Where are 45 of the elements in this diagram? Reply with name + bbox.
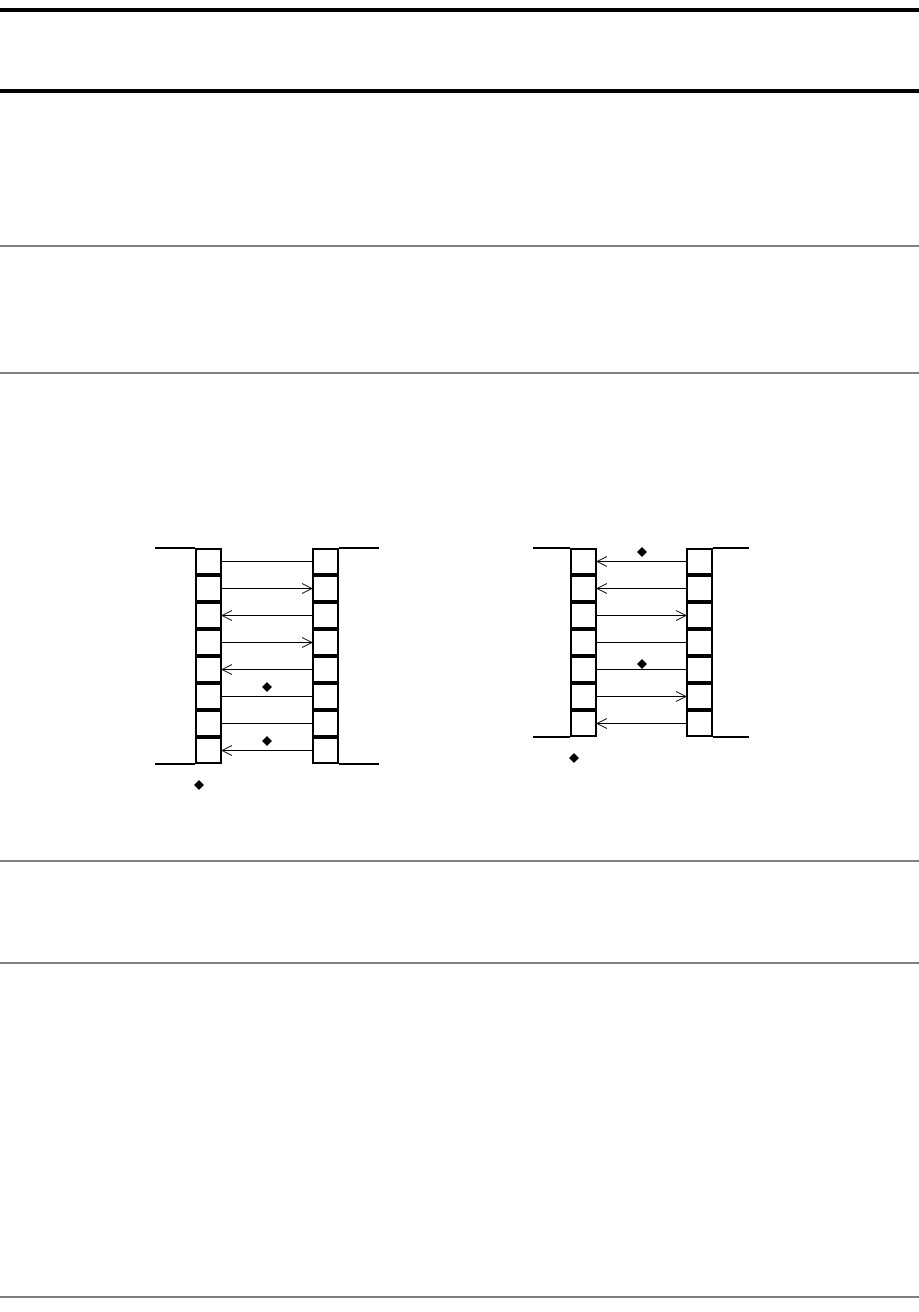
buffer-cell bbox=[312, 656, 339, 683]
arrow bbox=[221, 664, 313, 675]
buffer-cell bbox=[195, 548, 222, 575]
arrow bbox=[596, 691, 687, 702]
buffer-cell bbox=[195, 737, 222, 764]
buffer-cell bbox=[312, 602, 339, 629]
buffer-cell bbox=[570, 629, 597, 656]
buffer-cell bbox=[312, 575, 339, 602]
buffer-cell bbox=[686, 710, 713, 737]
buffer-cell bbox=[570, 575, 597, 602]
buffer-cell bbox=[195, 710, 222, 737]
buffer-cell bbox=[686, 548, 713, 575]
arrow bbox=[221, 745, 313, 756]
arrow bbox=[596, 718, 687, 729]
connector-line bbox=[596, 642, 687, 643]
buffer-cell bbox=[570, 602, 597, 629]
arrow bbox=[221, 610, 313, 621]
buffer-cell bbox=[686, 575, 713, 602]
arrow bbox=[221, 583, 313, 594]
arrow bbox=[596, 610, 687, 621]
buffer-cell bbox=[312, 629, 339, 656]
connector-line bbox=[221, 561, 313, 562]
connector-line bbox=[596, 669, 687, 670]
buffer-cell bbox=[312, 548, 339, 575]
connector-line bbox=[221, 696, 313, 697]
arrow bbox=[596, 583, 687, 594]
buffer-cell bbox=[686, 656, 713, 683]
buffer-cell bbox=[570, 710, 597, 737]
buffer-cell bbox=[195, 575, 222, 602]
buffer-cell bbox=[686, 629, 713, 656]
buffer-cell bbox=[312, 710, 339, 737]
arrow bbox=[221, 637, 313, 648]
buffer-cell bbox=[195, 656, 222, 683]
buffer-cell bbox=[195, 629, 222, 656]
connector-line bbox=[221, 723, 313, 724]
buffer-cell bbox=[312, 737, 339, 764]
arrow bbox=[596, 556, 687, 567]
buffer-cell bbox=[570, 683, 597, 710]
buffer-cell bbox=[570, 548, 597, 575]
buffer-cell bbox=[195, 683, 222, 710]
buffer-cell bbox=[570, 656, 597, 683]
buffer-cell bbox=[686, 683, 713, 710]
buffer-cell bbox=[195, 602, 222, 629]
buffer-cell bbox=[312, 683, 339, 710]
buffer-cell bbox=[686, 602, 713, 629]
